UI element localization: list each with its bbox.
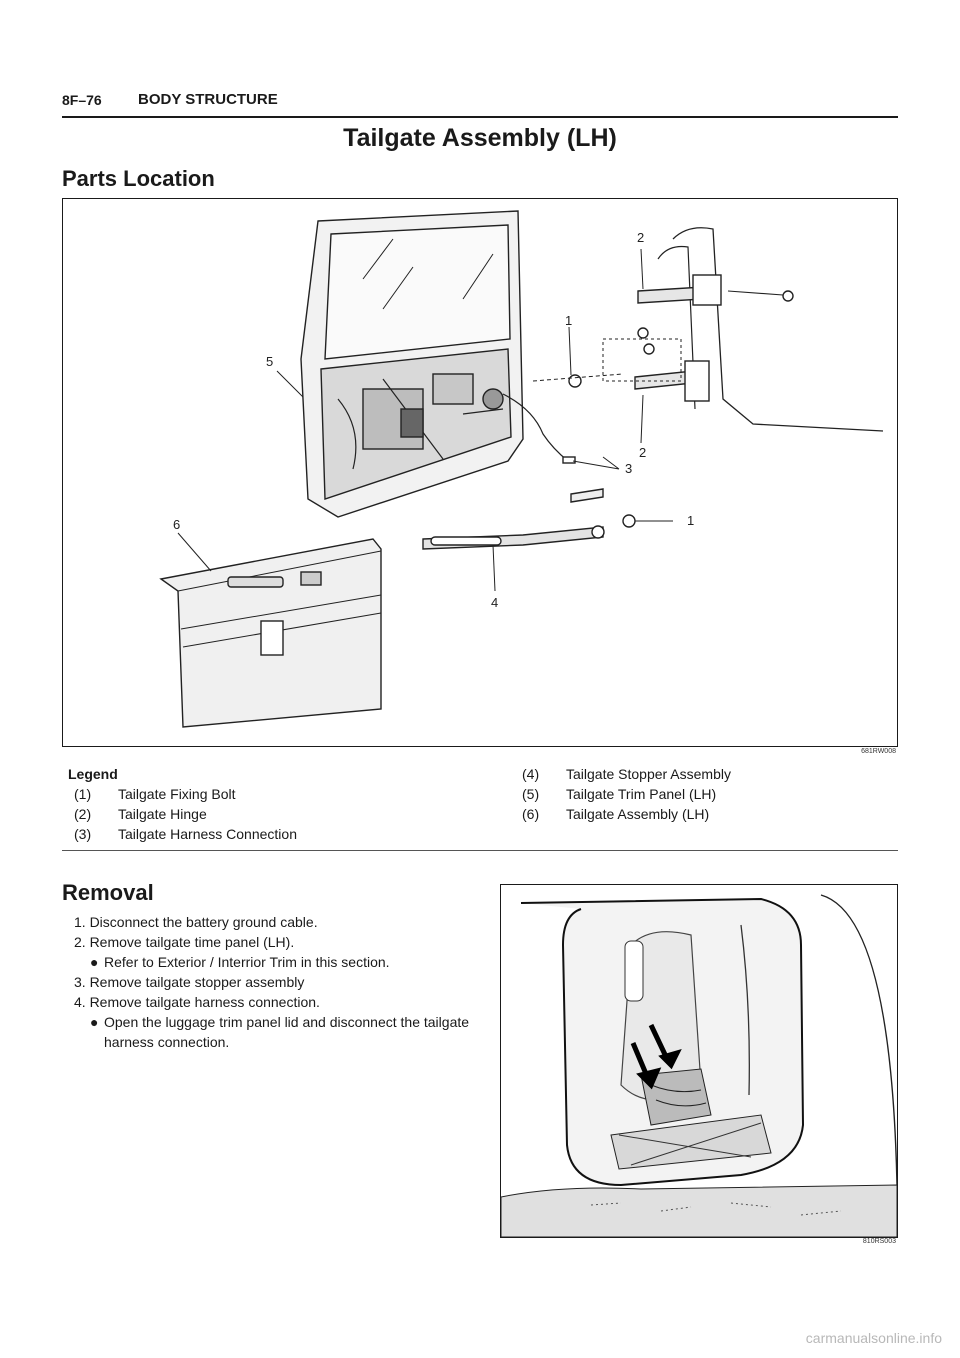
section-title: BODY STRUCTURE bbox=[138, 91, 278, 108]
bullet-icon: ● bbox=[90, 1014, 99, 1030]
callout-5: 6 bbox=[173, 517, 180, 532]
callout-2-lower: 2 bbox=[639, 445, 646, 460]
callout-6: 5 bbox=[266, 354, 273, 369]
removal-photo bbox=[500, 884, 898, 1238]
watermark: carmanualsonline.info bbox=[805, 1330, 942, 1346]
legend-text: Tailgate Assembly (LH) bbox=[566, 806, 710, 822]
legend-num: (2) bbox=[74, 806, 92, 822]
legend-num: (6) bbox=[522, 806, 540, 822]
legend-title: Legend bbox=[68, 766, 118, 782]
removal-heading: Removal bbox=[62, 880, 154, 905]
step-item: 3. Remove tailgate stopper assembly bbox=[74, 974, 305, 990]
figure-code-removal: 810RS003 bbox=[862, 1238, 896, 1245]
legend-left: Legend (1) Tailgate Fixing Bolt (2) Tailga… bbox=[68, 764, 297, 844]
removal-steps: 1. Disconnect the battery ground cable. … bbox=[62, 912, 472, 1052]
legend-text: Tailgate Stopper Assembly bbox=[566, 766, 731, 782]
legend-text: Tailgate Trim Panel (LH) bbox=[566, 786, 717, 802]
figure-code-parts: 681RW008 bbox=[861, 748, 896, 755]
legend-item: (2) Tailgate Hinge bbox=[68, 804, 297, 824]
legend-text: Tailgate Fixing Bolt bbox=[118, 786, 236, 802]
callout-3: 3 bbox=[625, 461, 632, 476]
section-number: 8F–76 bbox=[62, 92, 102, 108]
legend-num: (4) bbox=[522, 766, 540, 782]
legend-num: (3) bbox=[74, 826, 92, 842]
bullet-text: Open the luggage trim panel lid and disc… bbox=[104, 1014, 470, 1050]
bullet-icon: ● bbox=[90, 954, 99, 970]
callout-1-upper: 1 bbox=[565, 313, 572, 328]
tailgate-exploded-diagram: 5 6 2 1 2 3 1 4 bbox=[159, 210, 884, 728]
step-bullet: ● Open the luggage trim panel lid and dis… bbox=[62, 1012, 472, 1052]
page-title: Tailgate Assembly (LH) bbox=[343, 124, 617, 152]
legend-right: (4) Tailgate Stopper Assembly (5) Tailgate… bbox=[522, 764, 731, 824]
step-item: 4. Remove tailgate harness connection. bbox=[74, 994, 320, 1010]
legend-item: (4) Tailgate Stopper Assembly bbox=[522, 764, 731, 784]
legend-item: (3) Tailgate Harness Connection bbox=[68, 824, 297, 844]
parts-location-figure: 5 6 2 1 2 3 1 4 bbox=[62, 198, 898, 747]
step-item: 1. Disconnect the battery ground cable. bbox=[74, 914, 318, 930]
legend-item: (5) Tailgate Trim Panel (LH) bbox=[522, 784, 731, 804]
legend-item: (6) Tailgate Assembly (LH) bbox=[522, 804, 731, 824]
parts-location-heading: Parts Location bbox=[62, 166, 215, 191]
legend-text: Tailgate Harness Connection bbox=[118, 826, 297, 842]
header-rule bbox=[62, 116, 898, 118]
legend-rule bbox=[62, 850, 898, 851]
legend-text: Tailgate Hinge bbox=[118, 806, 207, 822]
callout-4: 4 bbox=[491, 595, 498, 610]
harness-connection-photo bbox=[501, 885, 897, 1237]
bullet-text: Refer to Exterior / Interrior Trim in th… bbox=[104, 954, 390, 970]
legend-num: (1) bbox=[74, 786, 92, 802]
legend-item: (1) Tailgate Fixing Bolt bbox=[68, 784, 297, 804]
legend-num: (5) bbox=[522, 786, 540, 802]
step-bullet: ● Refer to Exterior / Interrior Trim in t… bbox=[62, 952, 472, 972]
callout-2-upper: 2 bbox=[637, 230, 644, 245]
callout-1-lower: 1 bbox=[687, 513, 694, 528]
step-item: 2. Remove tailgate time panel (LH). bbox=[74, 934, 295, 950]
